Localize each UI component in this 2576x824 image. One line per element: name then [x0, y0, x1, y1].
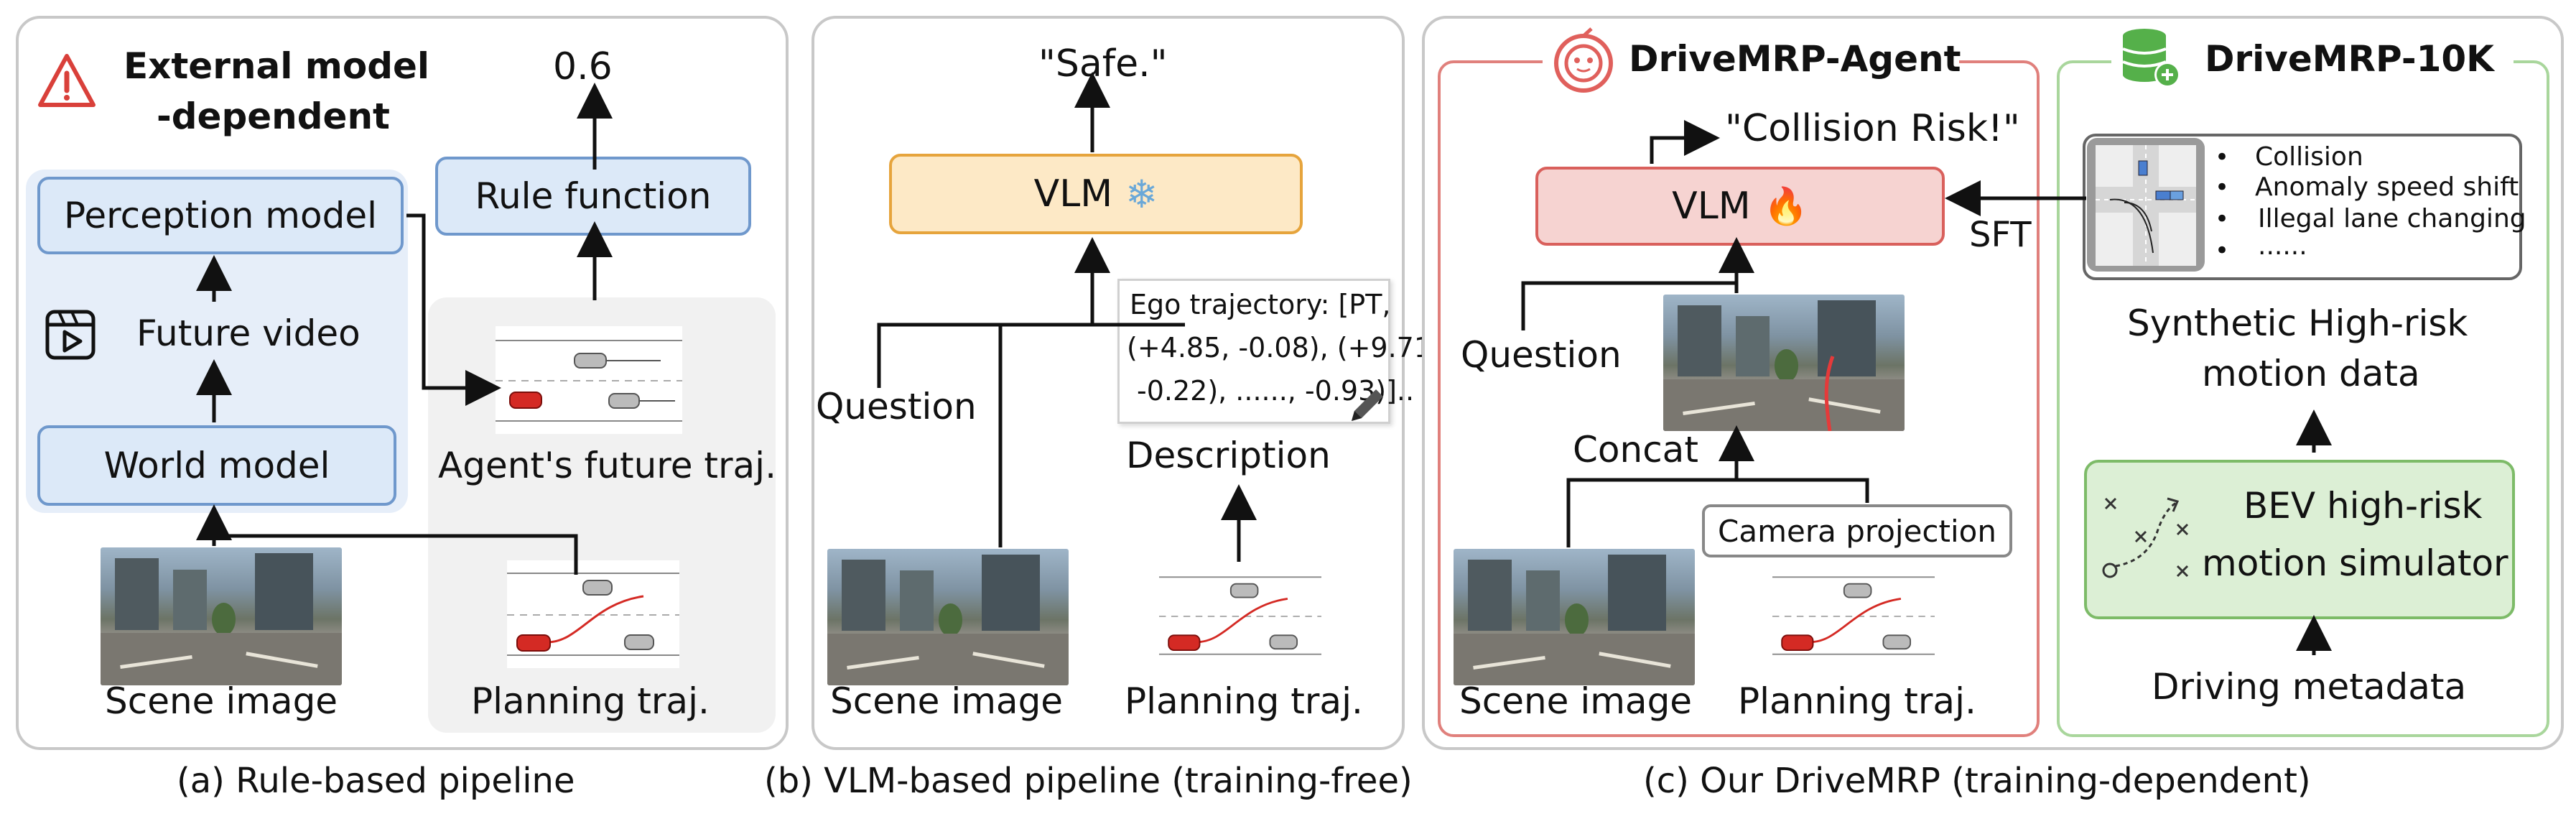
vlm-box-c: VLM 🔥: [1535, 167, 1945, 246]
safe-output: "Safe.": [1038, 42, 1168, 85]
agent-future-traj-image: [496, 326, 682, 434]
risk-item-illegal-lane: Illegal lane changing: [2258, 204, 2526, 233]
vlm-label-c: VLM: [1672, 185, 1751, 228]
risk-item-more: ......: [2258, 231, 2307, 261]
planning-traj-image-a: [507, 560, 679, 668]
panel-a-title-line2: -dependent: [157, 96, 390, 137]
planning-traj-c-label: Planning traj.: [1738, 680, 1976, 722]
simulator-box: [2084, 460, 2515, 619]
dataset-title-bg: [2111, 24, 2514, 96]
pencil-icon: [1352, 389, 1383, 421]
planning-traj-a-label: Planning traj.: [471, 680, 710, 722]
scene-image-a-label: Scene image: [105, 680, 338, 722]
sft-label: SFT: [1969, 215, 2032, 255]
agent-title-bg: [1622, 37, 1959, 89]
ego-line-1: Ego trajectory: [PT,: [1130, 289, 1391, 320]
camera-projection-box: Camera projection: [1702, 504, 2012, 557]
video-icon: [45, 310, 96, 360]
agents-future-traj-label: Agent's future traj.: [438, 445, 776, 486]
output-value: 0.6: [553, 45, 613, 88]
database-icon: [2122, 29, 2180, 88]
vlm-box-b: VLM ❄: [889, 154, 1303, 234]
question-label-c: Question: [1461, 334, 1622, 376]
caption-b: (b) VLM-based pipeline (training-free): [764, 761, 1413, 801]
agent-title: DriveMRP-Agent: [1629, 38, 1961, 80]
bev-thumbnail: [2087, 138, 2205, 272]
world-model-box: World model: [37, 425, 396, 506]
collision-risk-output: "Collision Risk!": [1725, 107, 2020, 150]
ego-line-2: (+4.85, -0.08), (+9.71,: [1127, 332, 1441, 364]
risk-item-collision: Collision: [2255, 142, 2363, 172]
synthetic-line-1: Synthetic High-risk: [2127, 302, 2468, 344]
risk-list: • Collision • Anomaly speed shift • Ille…: [2215, 141, 2526, 270]
snowflake-icon: ❄: [1125, 171, 1158, 217]
world-model-label: World model: [103, 445, 330, 486]
tactics-icon: [2102, 497, 2189, 578]
description-label: Description: [1126, 435, 1331, 476]
rule-function-label: Rule function: [475, 175, 712, 217]
scene-image-c-label: Scene image: [1459, 680, 1693, 722]
planning-traj-b-label: Planning traj.: [1125, 680, 1363, 722]
synthetic-line-2: motion data: [2202, 353, 2420, 394]
vlm-label-b: VLM: [1033, 172, 1113, 216]
caption-c: (c) Our DriveMRP (training-dependent): [1643, 761, 2311, 801]
perception-model-box: Perception model: [37, 177, 404, 254]
warning-icon: [38, 54, 96, 107]
risk-item-anomaly-speed: Anomaly speed shift: [2255, 172, 2519, 202]
caption-a: (a) Rule-based pipeline: [177, 761, 575, 801]
planning-traj-image-b: [1159, 563, 1321, 668]
concat-label: Concat: [1573, 429, 1698, 471]
panel-a-title-line1: External model: [124, 45, 430, 87]
rule-function-box: Rule function: [435, 157, 751, 236]
question-label-b: Question: [816, 386, 977, 427]
simulator-line-2: motion simulator: [2202, 542, 2508, 584]
planning-traj-image-c: [1772, 563, 1935, 668]
driving-metadata-label: Driving metadata: [2152, 666, 2467, 708]
scene-image-b-label: Scene image: [830, 680, 1064, 722]
projected-camera-image: [1663, 295, 1905, 431]
scene-image-b: [827, 549, 1069, 685]
perception-model-label: Perception model: [64, 195, 377, 236]
dataset-title: DriveMRP-10K: [2205, 38, 2494, 80]
risk-bullet-1: •: [2215, 143, 2230, 172]
agent-logo-icon: [1554, 27, 1613, 93]
scene-image-a: [101, 547, 342, 685]
future-video-label: Future video: [136, 313, 361, 354]
simulator-line-1: BEV high-risk: [2243, 485, 2483, 527]
risk-bullet-4: •: [2215, 236, 2230, 265]
fire-icon: 🔥: [1763, 185, 1808, 227]
risk-bullet-2: •: [2215, 173, 2230, 202]
camera-projection-label: Camera projection: [1718, 513, 1996, 549]
scene-image-c: [1454, 549, 1695, 685]
risk-bullet-3: •: [2215, 205, 2230, 233]
